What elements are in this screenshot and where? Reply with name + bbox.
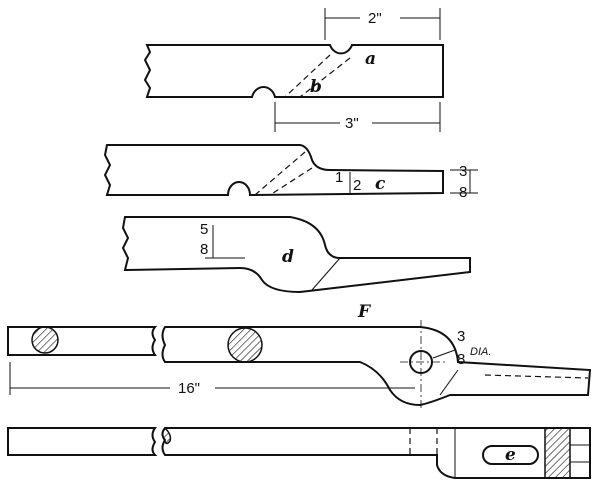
- dim-3in: 3": [345, 115, 359, 132]
- stage-c: 1 2 c 3 8: [103, 144, 478, 201]
- stage-e: e: [7, 426, 591, 479]
- dim-5-8-den: 8: [200, 241, 208, 258]
- dim-3-8-den: 8: [459, 184, 467, 201]
- label-a: a: [365, 49, 376, 69]
- label-F: F: [357, 302, 372, 322]
- dim-hole-den: 8: [457, 351, 465, 368]
- label-d: d: [282, 247, 294, 267]
- label-b: b: [310, 77, 322, 97]
- stage-a: 2" a b 3": [143, 8, 444, 132]
- dim-hole-suffix: DIA.: [470, 346, 491, 358]
- dim-3-8-num: 3: [459, 163, 467, 180]
- label-e: e: [505, 445, 516, 465]
- dim-hole-num: 3: [457, 328, 465, 345]
- dim-16in: 16": [178, 380, 200, 397]
- label-c: c: [375, 174, 386, 194]
- dim-half-num: 1: [335, 169, 343, 186]
- dim-2in: 2": [368, 10, 382, 27]
- dim-5-8-num: 5: [200, 221, 208, 238]
- stage-f: F 3 8 DIA. 16": [7, 302, 592, 410]
- dim-half-den: 2: [353, 177, 361, 194]
- stage-d: 5 8 d: [121, 216, 471, 294]
